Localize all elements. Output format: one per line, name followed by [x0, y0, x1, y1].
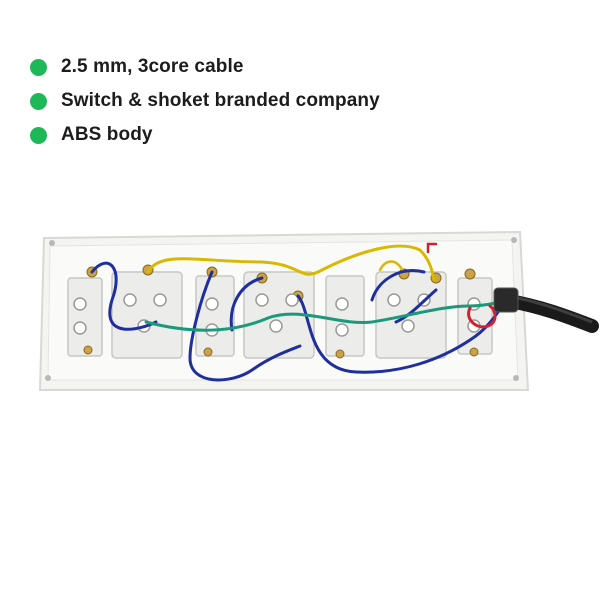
- feature-label: ABS body: [61, 124, 153, 145]
- socket-modules: [67, 271, 493, 359]
- feature-item: 2.5 mm, 3core cable: [30, 50, 380, 84]
- green-dot-icon: [30, 126, 47, 144]
- feature-item: Switch & shoket branded company: [30, 84, 380, 118]
- feature-label: 2.5 mm, 3core cable: [61, 56, 244, 77]
- green-dot-icon: [30, 58, 47, 76]
- green-dot-icon: [30, 92, 47, 110]
- wires: [90, 242, 512, 382]
- feature-list: 2.5 mm, 3core cable Switch & shoket bran…: [30, 50, 380, 152]
- feature-item: ABS body: [30, 118, 380, 152]
- feature-label: Switch & shoket branded company: [61, 90, 380, 111]
- power-cable: [493, 287, 599, 333]
